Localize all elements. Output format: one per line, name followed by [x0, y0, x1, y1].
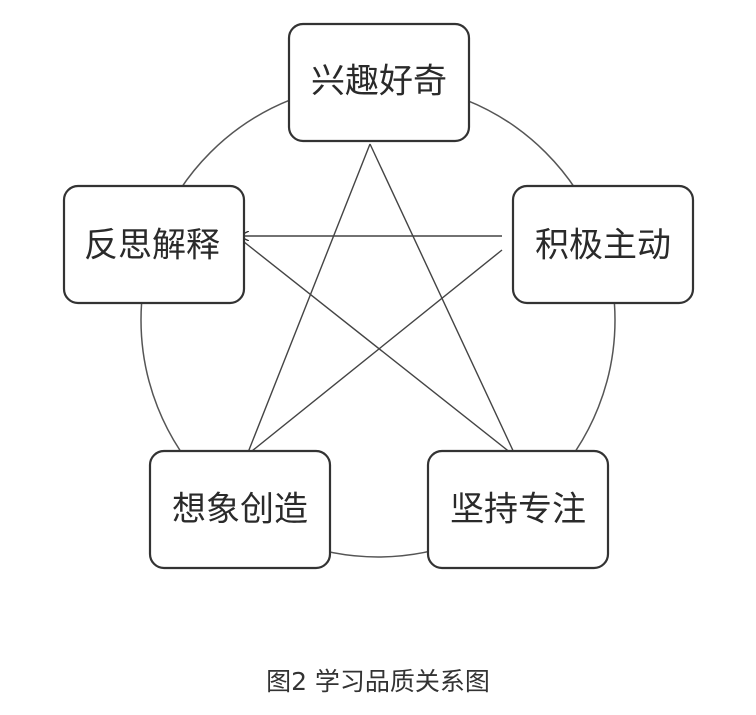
- node-box: [287, 22, 471, 143]
- node-label: 积极主动: [535, 226, 671, 266]
- node-box: [511, 184, 695, 305]
- edge-reflection-persistence: [238, 237, 517, 458]
- node-creativity: 想象创造: [148, 449, 332, 570]
- node-label: 想象创造: [172, 490, 308, 530]
- edge-interest-persistence: [369, 143, 517, 458]
- node-persistence: 坚持专注: [426, 449, 610, 570]
- edge-interest-creativity: [246, 143, 371, 456]
- node-label: 反思解释: [84, 226, 220, 266]
- node-initiative: 积极主动: [511, 184, 695, 305]
- figure-caption: 图2 学习品质关系图: [266, 667, 490, 696]
- node-box: [148, 449, 332, 570]
- node-label: 坚持专注: [450, 490, 586, 530]
- edge-initiative-creativity: [246, 249, 503, 456]
- node-interest: 兴趣好奇: [287, 22, 471, 143]
- node-reflection: 反思解释: [62, 184, 246, 305]
- edge-layer: [238, 143, 517, 458]
- node-label: 兴趣好奇: [311, 62, 447, 102]
- node-box: [426, 449, 610, 570]
- node-box: [62, 184, 246, 305]
